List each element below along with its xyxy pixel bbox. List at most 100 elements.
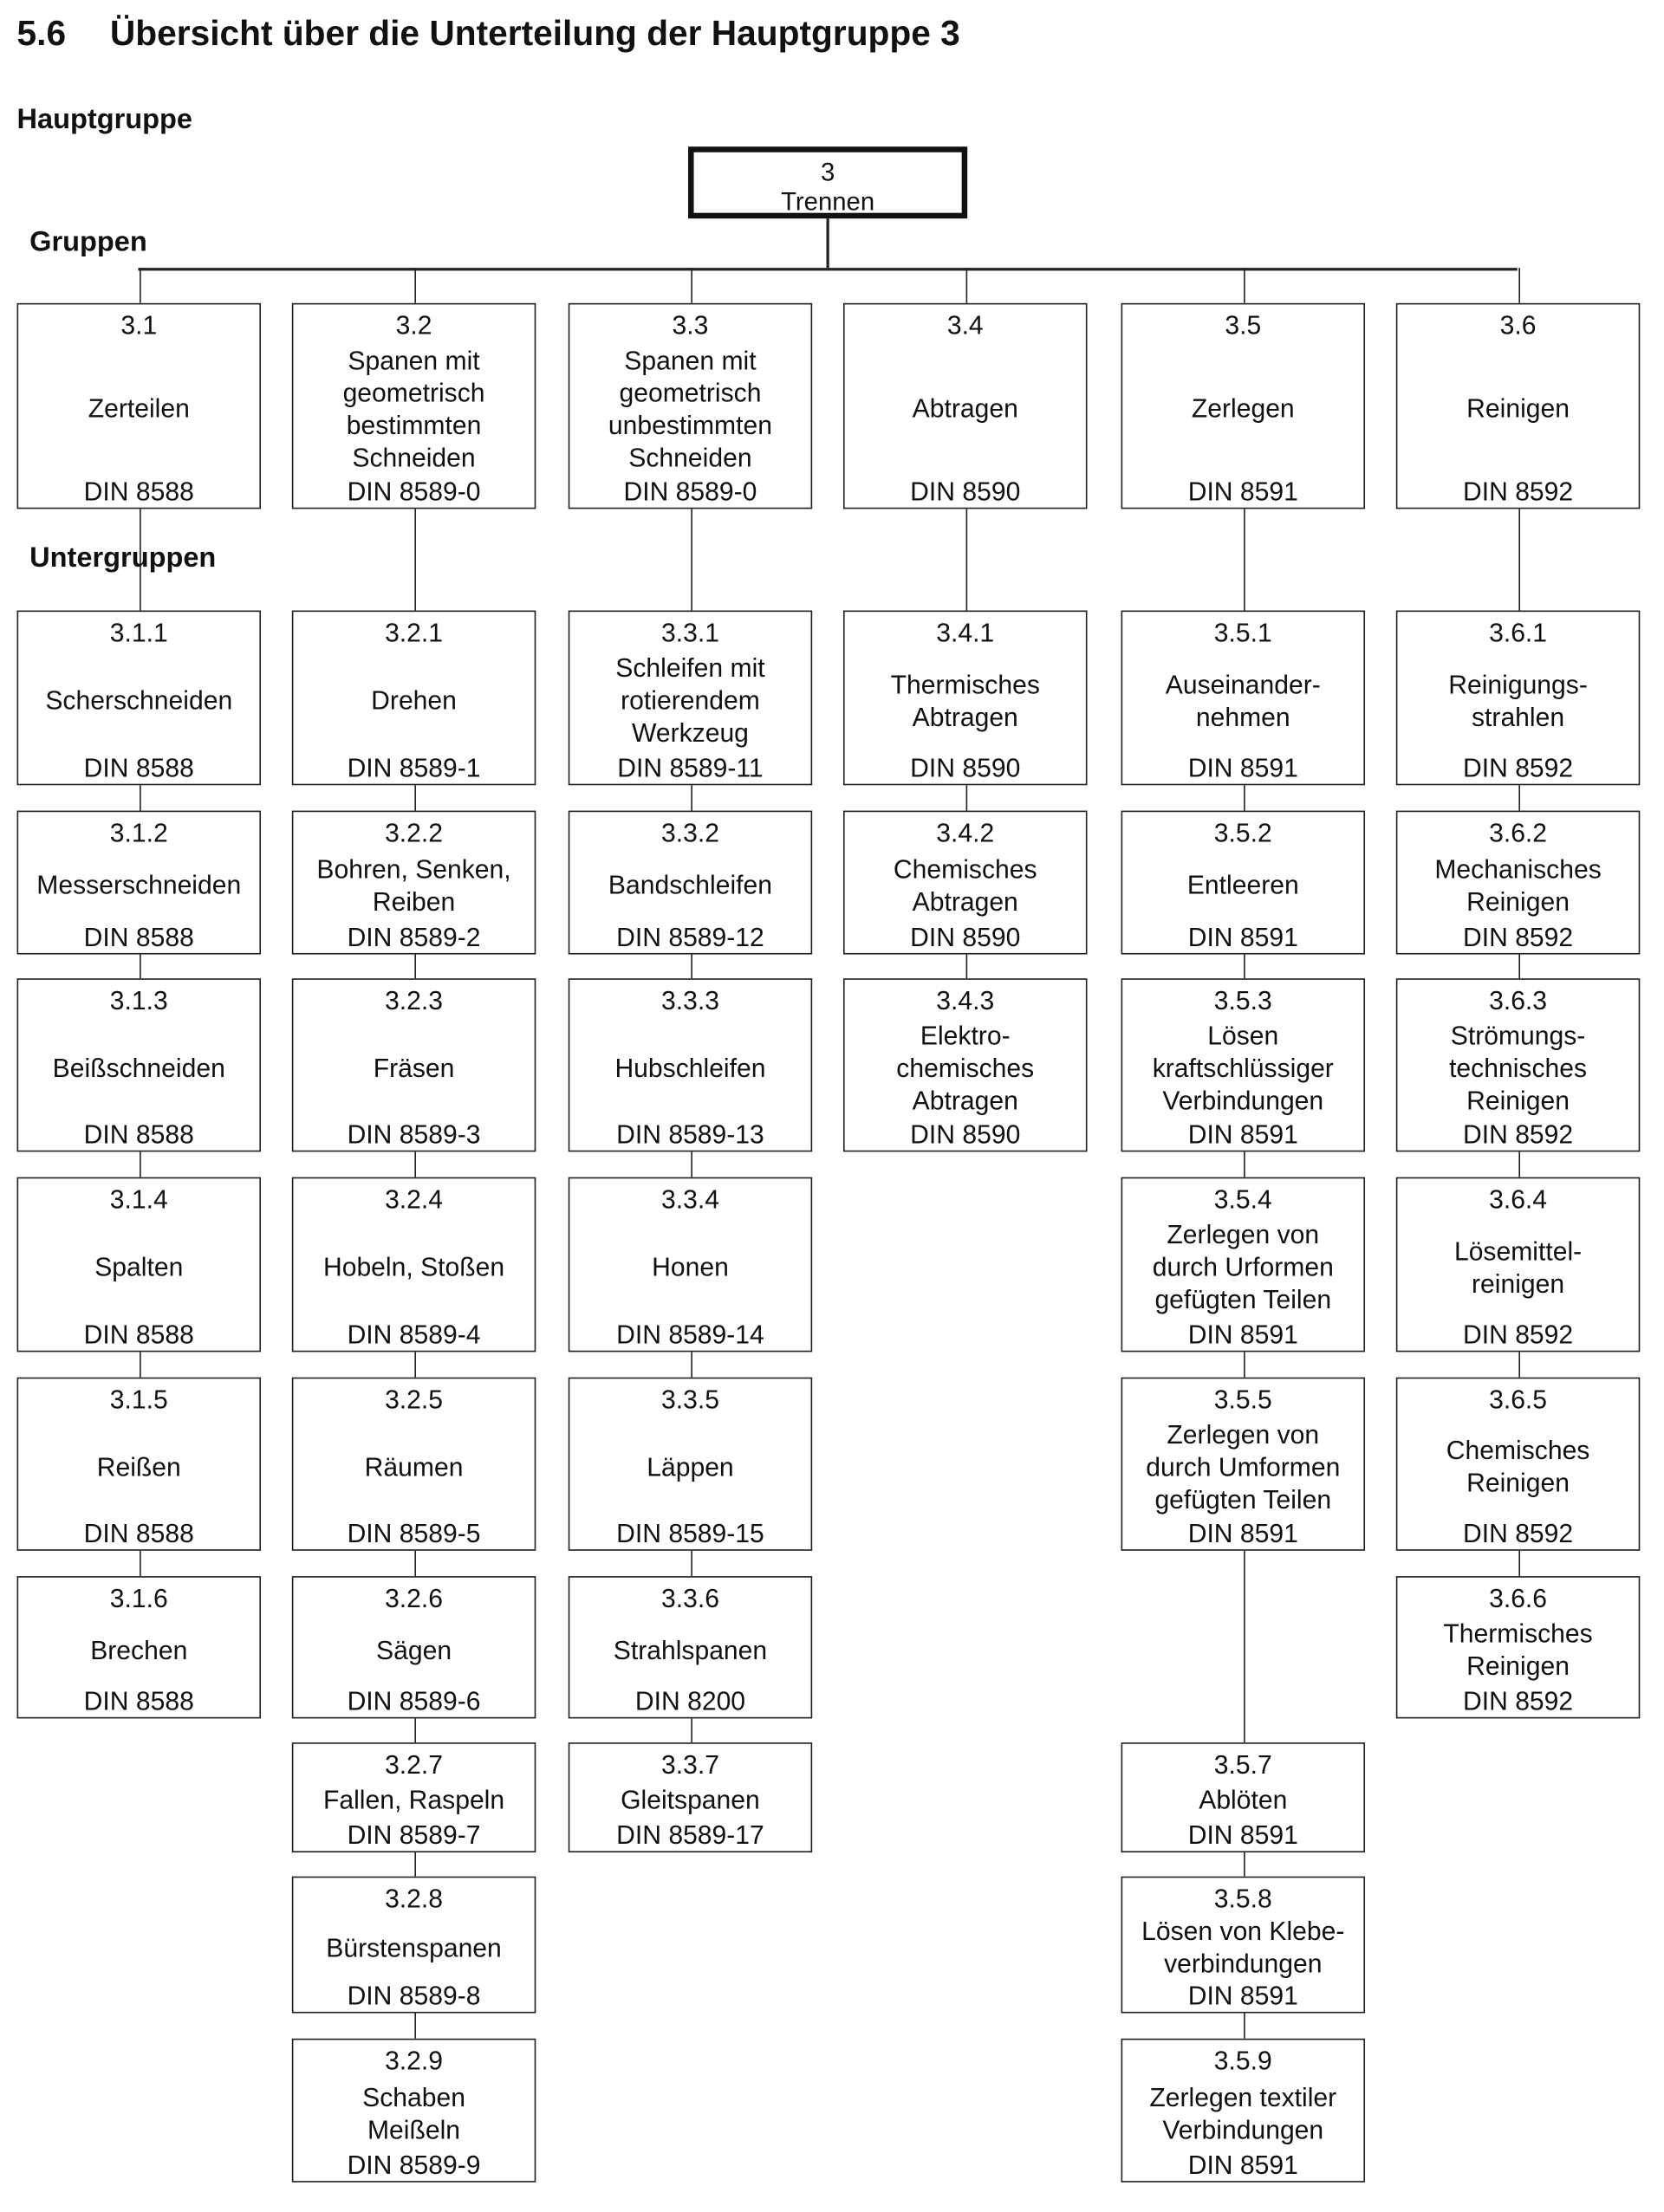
connector-line [413, 1852, 416, 1877]
node-din: DIN 8588 [83, 476, 194, 507]
node-din: DIN 8589-17 [616, 1820, 764, 1850]
node-name-line: durch Umformen [1146, 1451, 1341, 1482]
node-name: Räumen [365, 1416, 464, 1517]
node-number: 3.1 [120, 309, 158, 341]
node-number: 3.6.2 [1489, 817, 1548, 847]
node-name-line: geometrisch [342, 377, 485, 407]
node-name: Honen [652, 1216, 729, 1319]
node-name-line: Lösen von Klebe- [1141, 1916, 1345, 1946]
connector-line [1243, 509, 1245, 611]
node-din: DIN 8591 [1187, 752, 1298, 783]
node-name-line: Lösemittel- [1453, 1236, 1583, 1266]
node-din: DIN 8588 [83, 1686, 194, 1716]
node-name-line: Auseinander- [1165, 669, 1321, 699]
connector-line [1518, 509, 1521, 611]
node-number: 3.4.2 [936, 817, 995, 847]
node-number: 3.5.5 [1213, 1384, 1272, 1414]
node-name-line: gefügten Teilen [1154, 1284, 1332, 1314]
node-number: 3.2.7 [385, 1749, 444, 1780]
connector-line [1243, 785, 1245, 811]
node-number: 3.5.8 [1213, 1883, 1272, 1913]
node-din: DIN 8589-6 [347, 1686, 481, 1716]
node-name-line: Zerlegen textiler [1149, 2081, 1337, 2111]
node-name: Reinigungs-strahlen [1448, 648, 1588, 751]
connector-line [1243, 2013, 1245, 2039]
node-number: 3.3.3 [660, 985, 719, 1015]
node-name: Strahlspanen [614, 1614, 767, 1684]
node-name: Lösemittel-reinigen [1454, 1216, 1582, 1319]
connector-line [965, 954, 968, 979]
node-name-line: Chemisches [1446, 1435, 1590, 1465]
node-din: DIN 8591 [1187, 1319, 1298, 1350]
node-din: DIN 8591 [1187, 2150, 1298, 2180]
node-name-line: rotierendem [621, 684, 760, 715]
node-din: DIN 8200 [634, 1686, 746, 1716]
node-name: Auseinander-nehmen [1166, 648, 1321, 751]
node-din: DIN 8589-8 [347, 1981, 481, 2011]
root-node: 3 Trennen [688, 146, 968, 219]
node-name-line: strahlen [1472, 701, 1565, 731]
node-number: 3.6.3 [1489, 985, 1548, 1015]
connector-line [690, 954, 692, 979]
label-untergruppen: Untergruppen [29, 542, 217, 574]
node-number: 3.4.1 [936, 617, 995, 647]
root-number: 3 [820, 158, 835, 186]
root-name: Trennen [781, 187, 875, 216]
node-name-line: Abtragen [912, 701, 1018, 731]
node-din: DIN 8592 [1462, 752, 1574, 783]
connector-line [1518, 268, 1521, 303]
node-name-line: technisches [1449, 1052, 1588, 1082]
node-name-line: nehmen [1195, 701, 1290, 731]
connector-line [413, 1352, 416, 1378]
node-name-line: Bandschleifen [608, 869, 773, 900]
node-din: DIN 8590 [910, 752, 1021, 783]
node-number: 3.1.5 [109, 1384, 168, 1414]
node-name-line: Verbindungen [1162, 1085, 1324, 1115]
connector-line [1243, 954, 1245, 979]
node-din: DIN 8590 [910, 476, 1021, 507]
node-name: Entleeren [1187, 849, 1299, 921]
node-name-line: Thermisches [890, 669, 1040, 699]
node-name-line: bestimmten [346, 409, 482, 439]
node-name-line: Räumen [364, 1451, 464, 1482]
node-name-line: Reinigen [1466, 885, 1570, 916]
node-number: 3.2.4 [385, 1184, 444, 1214]
node-number: 3.6.1 [1489, 617, 1548, 647]
connector-line [413, 268, 416, 303]
node-name: Zerteilen [88, 341, 190, 476]
node-din: DIN 8589-14 [616, 1319, 764, 1350]
node-din: DIN 8589-15 [616, 1518, 764, 1548]
label-gruppen: Gruppen [29, 226, 147, 258]
node-name-line: Thermisches [1443, 1618, 1593, 1649]
node-name-line: Fallen, Raspeln [322, 1784, 505, 1815]
connector-line [1243, 1852, 1245, 1877]
connector-line [965, 785, 968, 811]
node-number: 3.3 [672, 309, 709, 341]
node-number: 3.2.3 [385, 985, 444, 1015]
node-name-line: Abtragen [912, 1085, 1018, 1115]
node-din: DIN 8588 [83, 922, 194, 952]
node-number: 3.2.1 [385, 617, 444, 647]
connector-line [826, 218, 829, 269]
node-name-line: Schneiden [628, 442, 752, 472]
node-din: DIN 8589-11 [617, 752, 764, 783]
node-name-line: Reinigen [1466, 1467, 1570, 1497]
connector-line [139, 509, 141, 611]
